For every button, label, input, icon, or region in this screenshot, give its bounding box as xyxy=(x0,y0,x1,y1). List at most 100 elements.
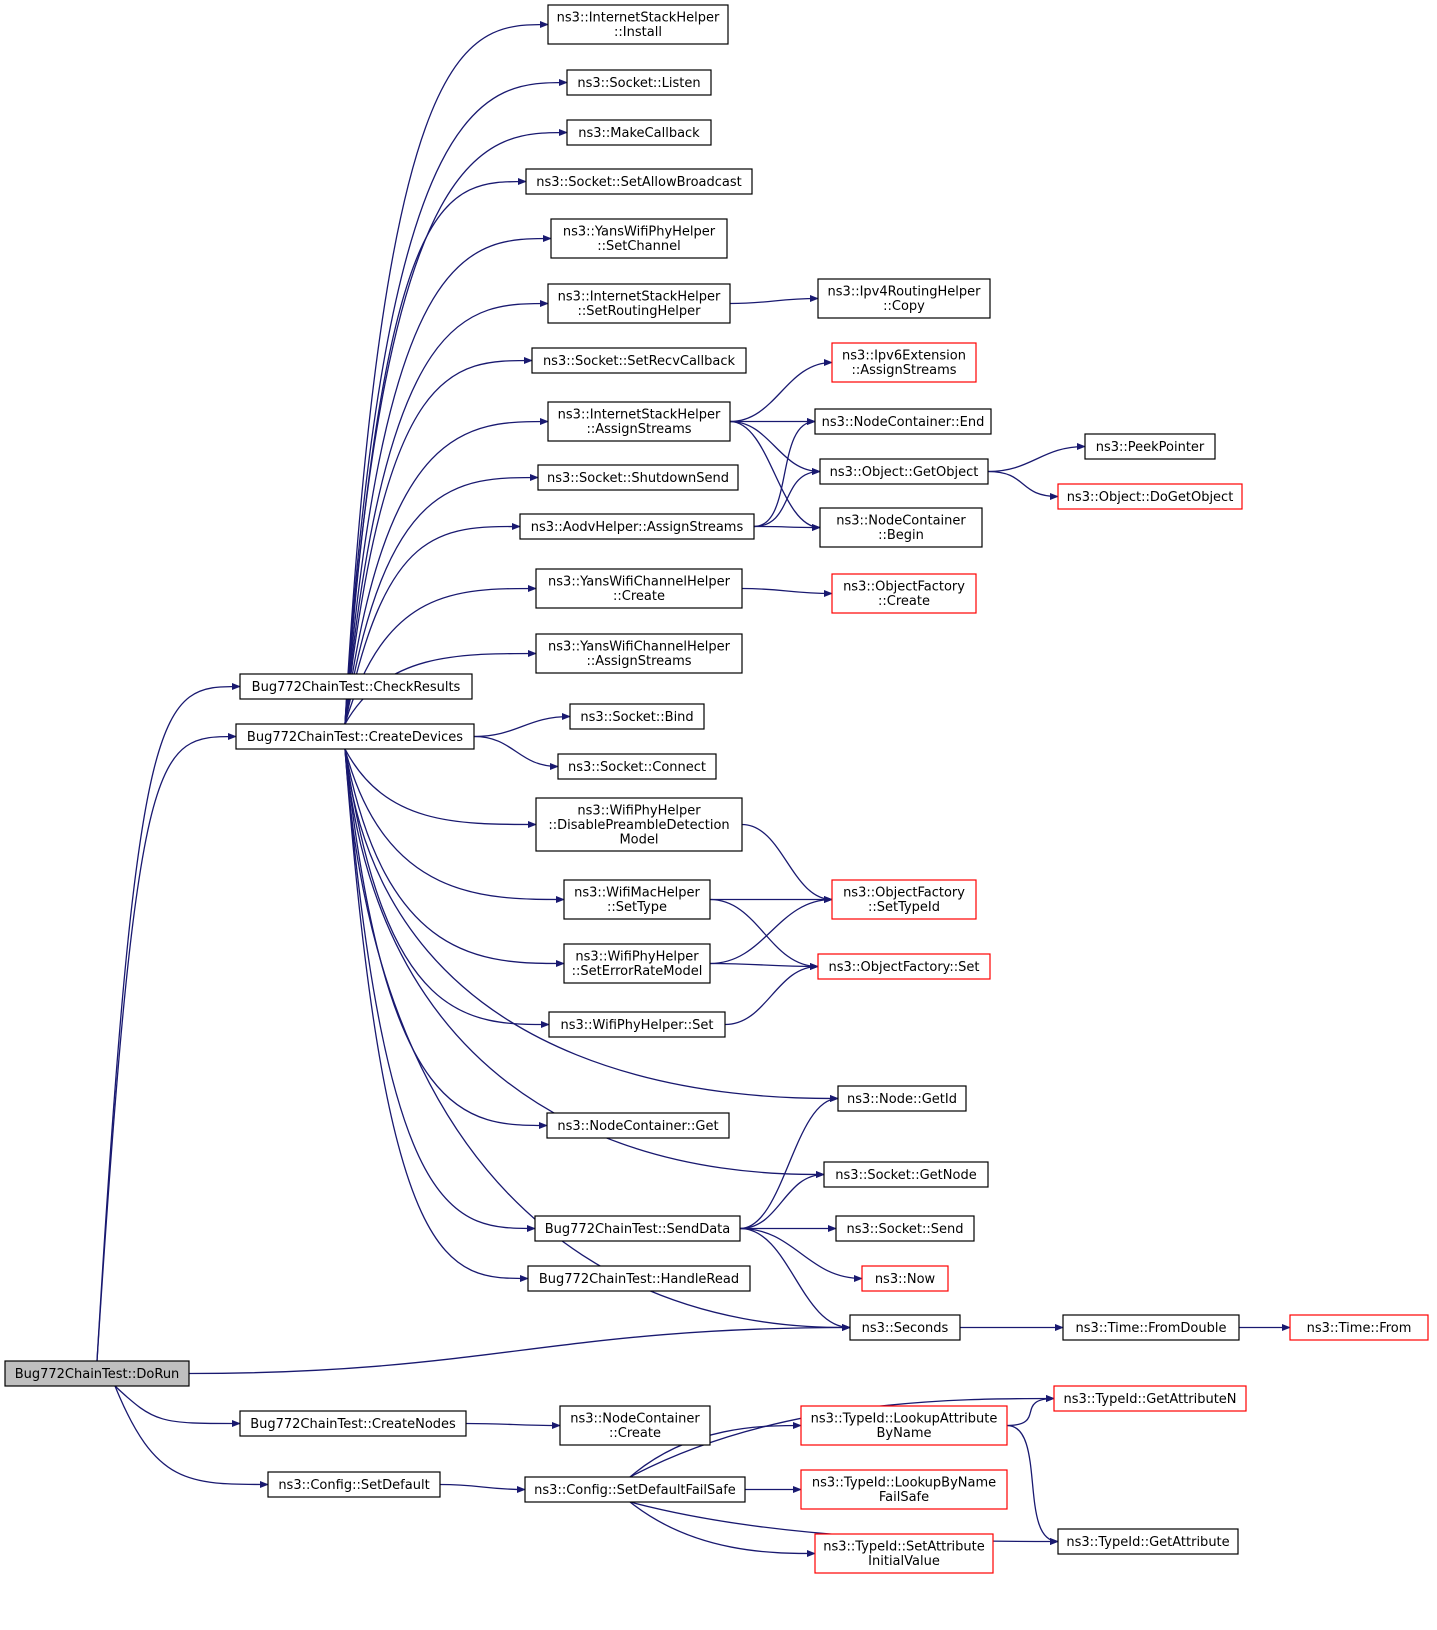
node-peek[interactable]: ns3::PeekPointer xyxy=(1084,433,1216,460)
node-connect[interactable]: ns3::Socket::Connect xyxy=(557,753,717,780)
edge-getobj-to-peek xyxy=(987,442,1086,473)
node-ofsettype[interactable]: ns3::ObjectFactory::SetTypeId xyxy=(831,879,977,920)
node-ishas[interactable]: ns3::InternetStackHelper::AssignStreams xyxy=(547,401,731,442)
node-ipv4copy[interactable]: ns3::Ipv4RoutingHelper::Copy xyxy=(817,278,991,319)
node-bind[interactable]: ns3::Socket::Bind xyxy=(569,703,705,730)
edge-createdev-to-listen xyxy=(344,78,568,725)
node-box xyxy=(527,1265,751,1292)
node-label: Bug772ChainTest::CreateDevices xyxy=(247,730,463,745)
node-listen[interactable]: ns3::Socket::Listen xyxy=(566,69,712,96)
node-label: ns3::Socket::Bind xyxy=(580,710,693,725)
node-createdev[interactable]: Bug772ChainTest::CreateDevices xyxy=(235,723,475,750)
node-checkres[interactable]: Bug772ChainTest::CheckResults xyxy=(239,673,473,700)
node-box xyxy=(835,1215,975,1242)
node-mkcb[interactable]: ns3::MakeCallback xyxy=(566,119,712,146)
node-ywchcreate[interactable]: ns3::YansWifiChannelHelper::Create xyxy=(535,568,743,609)
node-box xyxy=(814,408,992,435)
node-createnodes[interactable]: Bug772ChainTest::CreateNodes xyxy=(239,1410,467,1437)
node-label: ns3::TypeId::LookupByName xyxy=(812,1476,996,1491)
node-label: ns3::YansWifiChannelHelper xyxy=(548,575,731,590)
node-label: ::SetType xyxy=(607,900,667,915)
node-dogetobj[interactable]: ns3::Object::DoGetObject xyxy=(1057,483,1243,510)
node-setdefaultfs[interactable]: ns3::Config::SetDefaultFailSafe xyxy=(524,1476,746,1503)
node-box xyxy=(814,1533,994,1574)
edge-createdev-to-recvcb xyxy=(344,356,533,725)
node-label: ns3::PeekPointer xyxy=(1096,440,1205,455)
node-getattr[interactable]: ns3::TypeId::GetAttribute xyxy=(1057,1528,1239,1555)
node-getobj[interactable]: ns3::Object::GetObject xyxy=(819,458,989,485)
node-ncend[interactable]: ns3::NodeContainer::End xyxy=(814,408,992,435)
node-setrh[interactable]: ns3::InternetStackHelper::SetRoutingHelp… xyxy=(547,283,731,324)
edge-seterm-to-ofset xyxy=(709,962,819,971)
node-box xyxy=(861,1265,949,1292)
node-label: ns3::Config::SetDefault xyxy=(278,1478,429,1493)
node-handleread[interactable]: Bug772ChainTest::HandleRead xyxy=(527,1265,751,1292)
node-label: ns3::Ipv4RoutingHelper xyxy=(828,285,982,300)
node-setdefault[interactable]: ns3::Config::SetDefault xyxy=(267,1471,441,1498)
node-label: ns3::NodeContainer::End xyxy=(822,415,985,430)
edge-ishas-to-ipv6as xyxy=(729,358,833,423)
edge-lookupattr-to-getattr xyxy=(1006,1424,1059,1546)
node-recvcb[interactable]: ns3::Socket::SetRecvCallback xyxy=(531,347,747,374)
node-box xyxy=(1084,433,1216,460)
node-dorun[interactable]: Bug772ChainTest::DoRun xyxy=(4,1360,190,1387)
node-allowbc[interactable]: ns3::Socket::SetAllowBroadcast xyxy=(525,168,753,195)
node-dispre[interactable]: ns3::WifiPhyHelper::DisablePreambleDetec… xyxy=(535,797,743,852)
node-box xyxy=(546,1112,730,1139)
node-box xyxy=(239,673,473,700)
node-seconds[interactable]: ns3::Seconds xyxy=(849,1314,961,1341)
node-getnode[interactable]: ns3::Socket::GetNode xyxy=(823,1161,989,1188)
node-ofcreate[interactable]: ns3::ObjectFactory::Create xyxy=(831,573,977,614)
node-ncbegin[interactable]: ns3::NodeContainer::Begin xyxy=(819,507,983,548)
node-box xyxy=(548,1011,726,1038)
node-box xyxy=(531,347,747,374)
node-send[interactable]: ns3::Socket::Send xyxy=(835,1215,975,1242)
node-ipv6as[interactable]: ns3::Ipv6Extension::AssignStreams xyxy=(831,342,977,383)
node-label: Bug772ChainTest::CreateNodes xyxy=(250,1417,456,1432)
node-setchan[interactable]: ns3::YansWifiPhyHelper::SetChannel xyxy=(550,218,728,259)
edge-mactype-to-ofset xyxy=(709,898,819,971)
node-label: ByName xyxy=(877,1426,932,1441)
edge-setdefault-to-setdefaultfs xyxy=(439,1483,526,1494)
node-box xyxy=(569,703,705,730)
node-label: ns3::WifiPhyHelper xyxy=(575,950,699,965)
node-nccreate[interactable]: ns3::NodeContainer::Create xyxy=(559,1405,711,1446)
node-label: ns3::TypeId::GetAttribute xyxy=(1066,1535,1229,1550)
node-now[interactable]: ns3::Now xyxy=(861,1265,949,1292)
node-box xyxy=(525,168,753,195)
node-label: ns3::WifiPhyHelper xyxy=(577,803,701,818)
node-aodvas[interactable]: ns3::AodvHelper::AssignStreams xyxy=(519,513,755,540)
node-getid[interactable]: ns3::Node::GetId xyxy=(837,1085,967,1112)
node-ywchas[interactable]: ns3::YansWifiChannelHelper::AssignStream… xyxy=(535,633,743,674)
node-box xyxy=(1057,1528,1239,1555)
node-label: ns3::Socket::Listen xyxy=(577,76,700,91)
node-senddata[interactable]: Bug772ChainTest::SendData xyxy=(534,1215,741,1242)
node-label: ns3::Object::DoGetObject xyxy=(1067,490,1234,505)
edge-createdev-to-ishas xyxy=(344,417,549,725)
node-box xyxy=(559,1405,711,1446)
node-label: ns3::NodeContainer::Get xyxy=(557,1119,718,1134)
node-shutdown[interactable]: ns3::Socket::ShutdownSend xyxy=(537,464,739,491)
node-box xyxy=(547,401,731,442)
edge-createdev-to-bind xyxy=(473,712,571,738)
node-physet[interactable]: ns3::WifiPhyHelper::Set xyxy=(548,1011,726,1038)
node-box xyxy=(819,458,989,485)
node-mactype[interactable]: ns3::WifiMacHelper::SetType xyxy=(563,879,711,920)
node-fromdouble[interactable]: ns3::Time::FromDouble xyxy=(1062,1314,1240,1341)
edge-aodvas-to-ncend xyxy=(753,417,816,528)
node-ncget[interactable]: ns3::NodeContainer::Get xyxy=(546,1112,730,1139)
edge-createdev-to-connect xyxy=(473,735,559,771)
node-getattrn[interactable]: ns3::TypeId::GetAttributeN xyxy=(1053,1385,1247,1412)
node-label: ::SetErrorRateModel xyxy=(572,964,703,979)
node-timefrom[interactable]: ns3::Time::From xyxy=(1289,1314,1429,1341)
node-label: ns3::InternetStackHelper xyxy=(558,408,721,423)
node-seterm[interactable]: ns3::WifiPhyHelper::SetErrorRateModel xyxy=(563,943,711,984)
node-inst[interactable]: ns3::InternetStackHelper::Install xyxy=(547,4,729,45)
node-ofset[interactable]: ns3::ObjectFactory::Set xyxy=(817,953,991,980)
node-box xyxy=(550,218,728,259)
node-box xyxy=(831,342,977,383)
edge-seterm-to-ofsettype xyxy=(709,895,833,965)
